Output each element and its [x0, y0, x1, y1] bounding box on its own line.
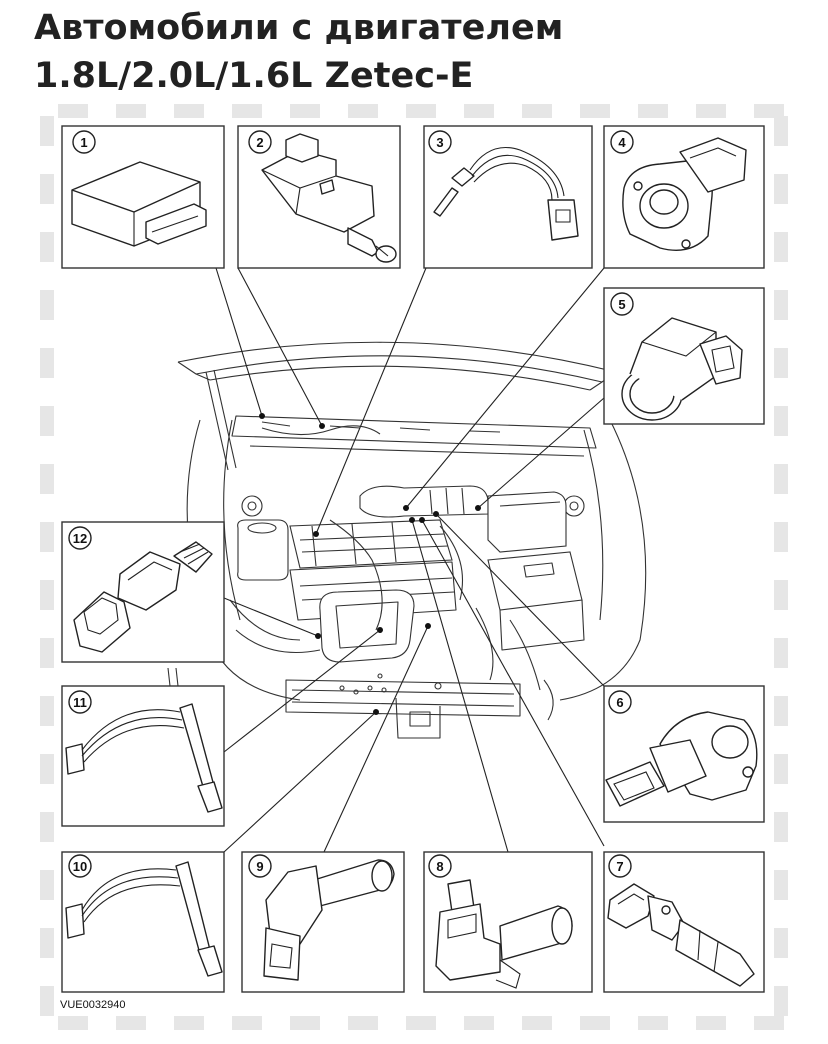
- figure-reference-code: VUE0032940: [60, 999, 125, 1011]
- component-panel-6: 6: [603, 685, 765, 823]
- component-number: 5: [618, 297, 625, 312]
- component-number: 10: [73, 859, 87, 874]
- component-panel-10: 10: [61, 851, 225, 993]
- leader-lines: [215, 267, 605, 853]
- component-number: 8: [436, 859, 443, 874]
- component-panel-8: 8: [423, 851, 593, 993]
- component-number: 1: [80, 135, 87, 150]
- throttle-position-sensor-icon: [622, 137, 747, 251]
- component-number: 2: [256, 135, 263, 150]
- mass-air-flow-sensor-icon: [621, 317, 743, 421]
- component-panel-5: 5: [603, 287, 765, 425]
- idle-control-valve-icon: [605, 711, 758, 807]
- component-number: 7: [616, 859, 623, 874]
- component-panel-3: 3: [423, 125, 593, 269]
- component-panel-7: 7: [603, 851, 765, 993]
- camshaft-sensor-icon: [435, 879, 573, 989]
- oxygen-sensor-front-icon: [65, 703, 223, 813]
- component-panel-1: 1: [61, 125, 225, 269]
- component-number: 4: [618, 135, 626, 150]
- component-number: 9: [256, 859, 263, 874]
- title-line-2: 1.8L/2.0L/1.6L Zetec-E: [34, 56, 474, 96]
- component-panel-9: 9: [241, 851, 405, 993]
- oxygen-sensor-rear-icon: [65, 861, 223, 977]
- page-title: Автомобили с двигателем 1.8L/2.0L/1.6L Z…: [34, 4, 814, 100]
- component-number: 6: [616, 695, 623, 710]
- component-number: 12: [73, 531, 87, 546]
- component-panel-4: 4: [603, 125, 765, 269]
- crankshaft-sensor-icon: [263, 859, 395, 981]
- control-module-icon: [71, 161, 207, 247]
- component-number: 3: [436, 135, 443, 150]
- component-panel-2: 2: [237, 125, 401, 269]
- engine-bay-illustration: [167, 341, 647, 739]
- component-number: 11: [73, 695, 87, 710]
- title-line-1: Автомобили с двигателем: [34, 8, 564, 48]
- temperature-sensor-icon: [433, 146, 579, 241]
- speed-sensor-icon: [607, 883, 755, 987]
- pressure-switch-icon: [73, 541, 213, 653]
- idle-air-actuator-icon: [261, 133, 397, 263]
- component-panel-12: 12: [61, 521, 225, 663]
- component-panel-11: 11: [61, 685, 225, 827]
